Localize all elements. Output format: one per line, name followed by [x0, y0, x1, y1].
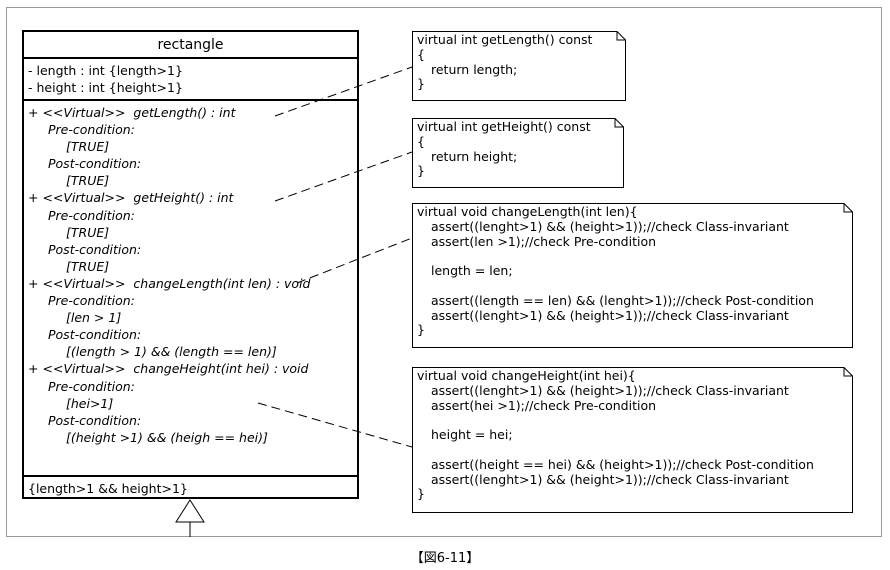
condition-label: Pre-condition: [48, 122, 135, 138]
code-line: { [417, 133, 425, 149]
code-line [417, 249, 848, 264]
code-line: assert((lenght>1) && (height>1));//check… [431, 307, 789, 323]
condition-value: [hei>1] [66, 395, 114, 411]
condition-label: Post-condition: [48, 156, 142, 172]
condition-value: [TRUE] [66, 173, 110, 189]
code-line: height = hei; [431, 427, 513, 443]
condition-value: [TRUE] [66, 258, 110, 274]
operation-signature: + <<Virtual>> changeHeight(int hei) : vo… [28, 361, 309, 377]
class-invariant: {length>1 && height>1} [28, 481, 188, 496]
attribute-length: - length : int {length>1} [28, 63, 183, 78]
operation-signature: + <<Virtual>> getLength() : int [28, 105, 236, 120]
code-line: virtual void changeLength(int len){ [417, 204, 638, 219]
class-name: rectangle [24, 32, 357, 59]
code-line: length = len; [431, 263, 513, 279]
code-line: virtual int getLength() const [417, 32, 593, 47]
code-line: assert((lenght>1) && (height>1));//check… [431, 471, 789, 487]
code-line [417, 279, 848, 294]
code-line: assert((length == len) && (lenght>1));//… [431, 292, 814, 308]
condition-value: [len > 1] [66, 310, 122, 326]
code-line: assert(hei >1);//check Pre-condition [431, 397, 657, 413]
code-line: } [417, 163, 425, 179]
condition-value: [(length > 1) && (length == len)] [66, 344, 277, 360]
operation-signature: + <<Virtual>> changeLength(int len) : vo… [28, 275, 311, 291]
condition-value: [TRUE] [66, 224, 110, 240]
code-line: assert(len >1);//check Pre-condition [431, 233, 657, 249]
note-getheight: virtual int getHeight() const{ return hei… [412, 118, 624, 188]
code-line: } [417, 76, 425, 92]
condition-value: [(height >1) && (heigh == hei)] [66, 429, 268, 445]
note-getlength: virtual int getLength() const{ return len… [412, 31, 626, 101]
condition-label: Post-condition: [48, 327, 142, 343]
code-line: assert((lenght>1) && (height>1));//check… [431, 218, 789, 234]
code-line [417, 443, 848, 458]
attribute-height: - height : int {height>1} [28, 80, 183, 95]
condition-label: Pre-condition: [48, 207, 135, 223]
code-line: } [417, 486, 425, 502]
condition-label: Pre-condition: [48, 293, 135, 309]
code-line: return length; [431, 61, 518, 77]
code-line: } [417, 322, 425, 338]
code-line: return height; [431, 148, 518, 164]
code-line: assert((lenght>1) && (height>1));//check… [431, 382, 789, 398]
operation-signature: + <<Virtual>> getHeight() : int [28, 190, 234, 206]
note-changeheight: virtual void changeHeight(int hei){asser… [412, 367, 853, 513]
figure-caption: 【図6-11】 [410, 551, 480, 566]
code-line: { [417, 46, 425, 62]
condition-label: Pre-condition: [48, 378, 135, 394]
code-line [417, 413, 848, 428]
attributes-section: - length : int {length>1} - height : int… [24, 59, 357, 101]
code-line: assert((height == hei) && (height>1));//… [431, 456, 814, 472]
condition-value: [TRUE] [66, 139, 110, 155]
condition-label: Post-condition: [48, 412, 142, 428]
uml-class-box: rectangle - length : int {length>1} - he… [22, 30, 359, 499]
code-line: virtual void changeHeight(int hei){ [417, 368, 636, 383]
note-changelength: virtual void changeLength(int len){asser… [412, 203, 853, 348]
condition-label: Post-condition: [48, 241, 142, 257]
code-line: virtual int getHeight() const [417, 119, 591, 134]
